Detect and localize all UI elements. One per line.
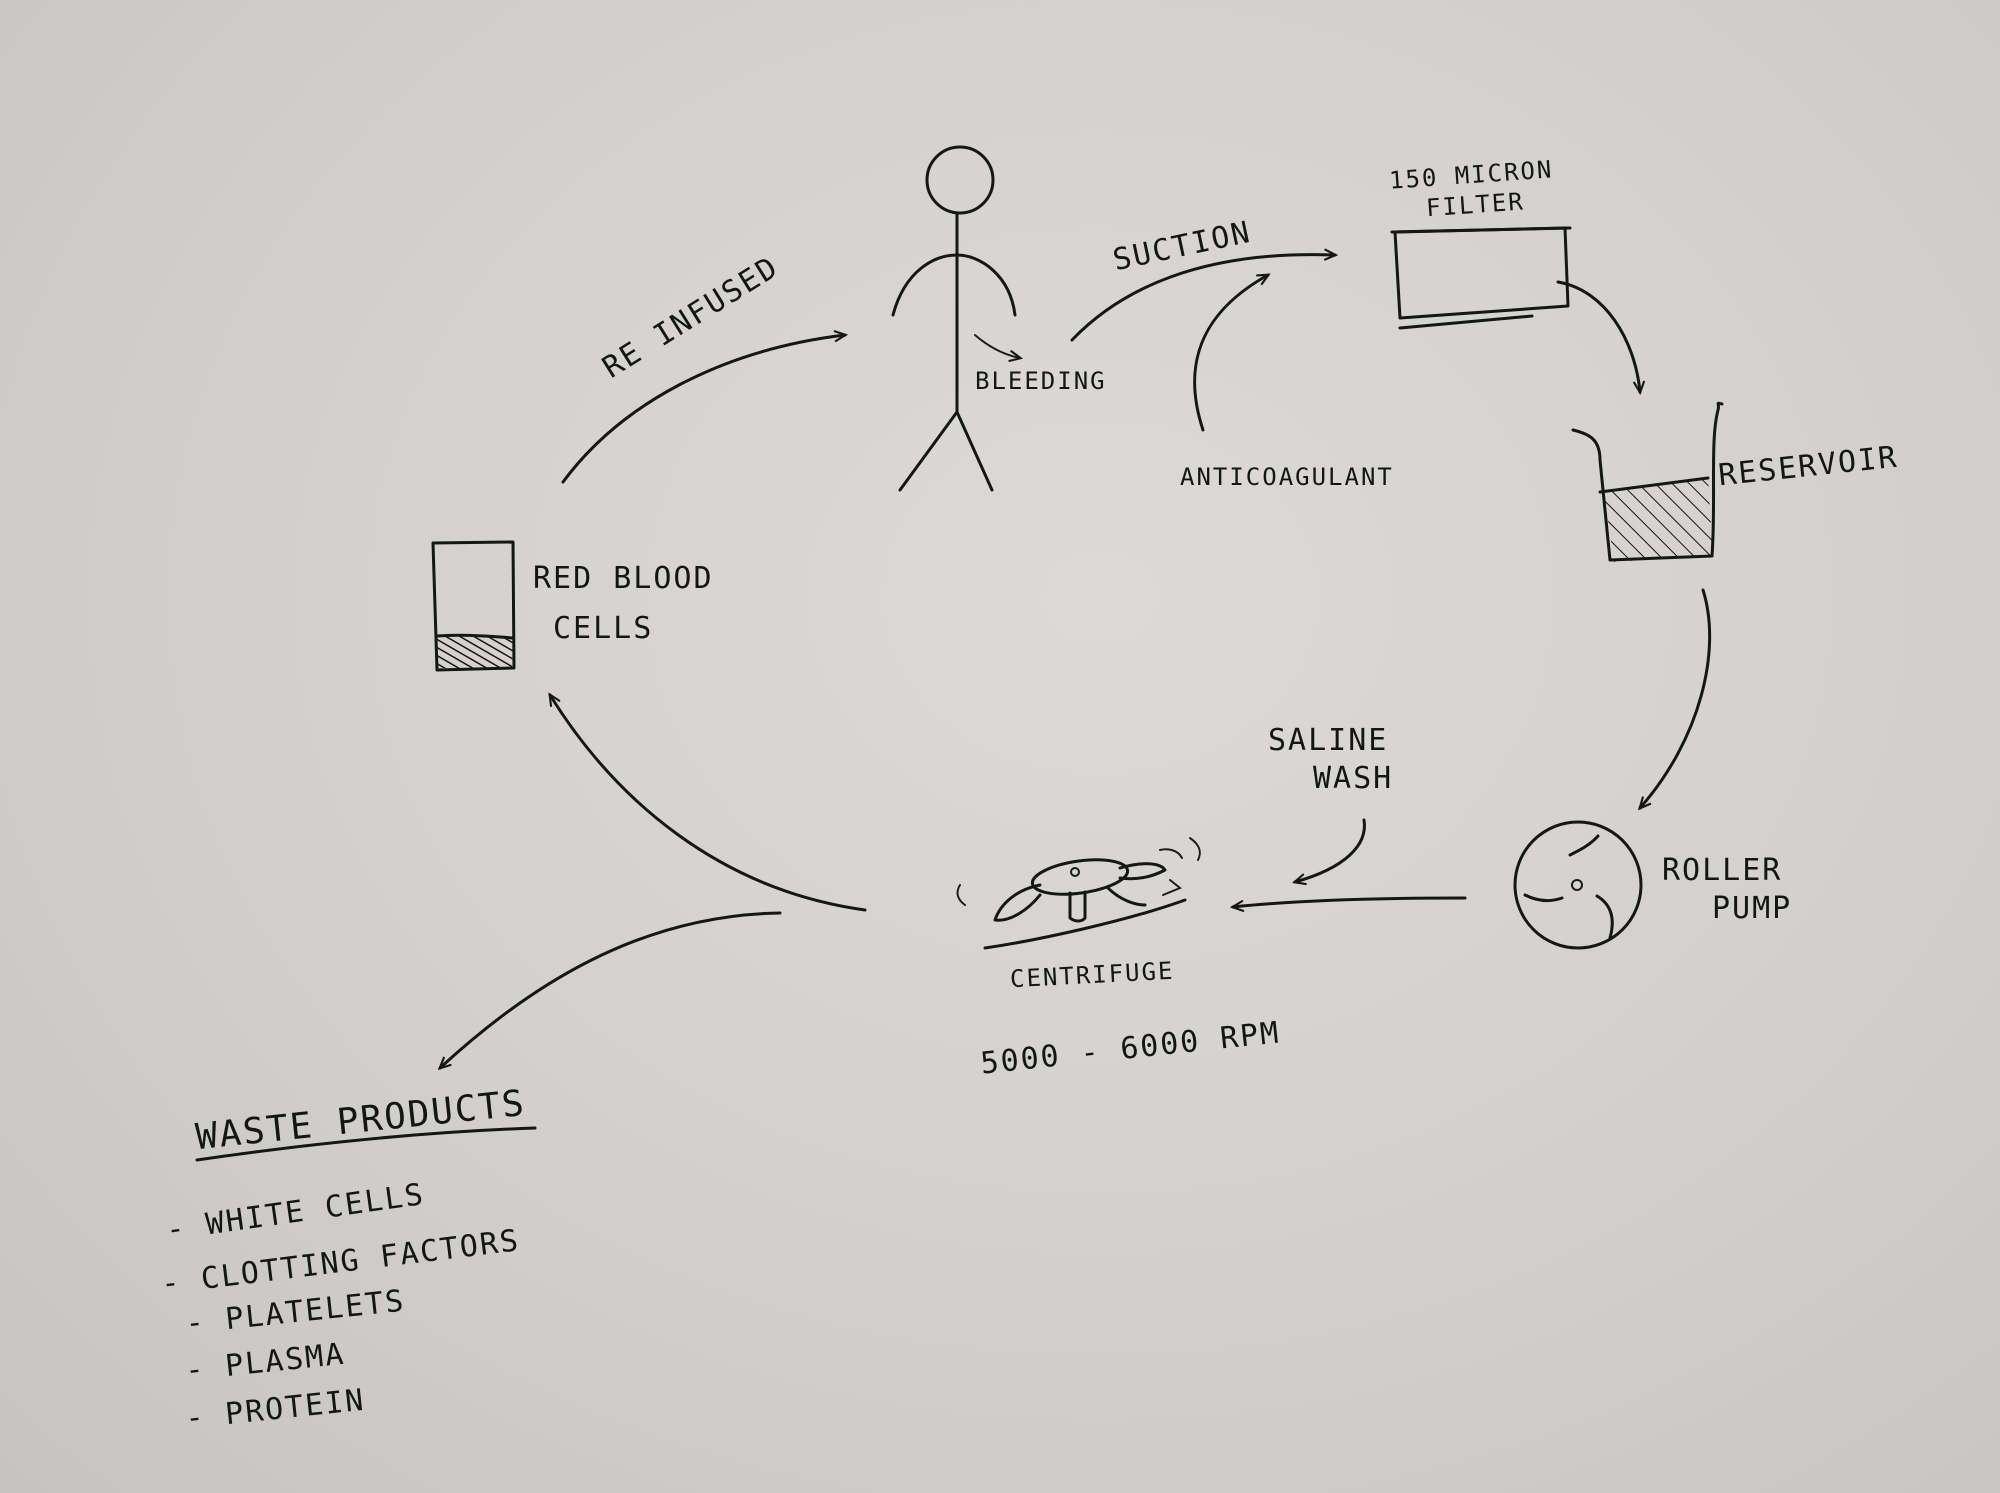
centrifuge-to-rbc-arrow	[550, 695, 867, 912]
centrifuge-device	[956, 837, 1201, 950]
red-blood-cell-bag	[431, 540, 516, 672]
patient-figure	[891, 145, 1017, 492]
saline-wash-label: SALINE WASH	[1268, 722, 1393, 797]
roller-label-line2: PUMP	[1712, 890, 1793, 926]
reservoir-to-pump-arrow	[1640, 588, 1712, 808]
anticoagulant-arrow	[1193, 275, 1268, 432]
reinfused-arrow	[561, 335, 845, 484]
saline-label-line1: SALINE	[1268, 723, 1389, 758]
red-blood-label-line2: CELLS	[553, 610, 654, 646]
micron-filter	[1390, 226, 1572, 330]
waste-underline	[195, 1126, 537, 1162]
bleeding-label: BLEEDING	[975, 367, 1107, 395]
roller-pump	[1513, 820, 1643, 950]
anticoagulant-label: ANTICOAGULANT	[1180, 463, 1394, 491]
filter-label: 150 MICRON FILTER	[1388, 154, 1556, 225]
reservoir-vessel	[1571, 401, 1724, 562]
red-blood-cells-label: RED BLOOD CELLS	[533, 560, 714, 647]
suction-arrow	[1070, 255, 1335, 342]
pump-to-centrifuge-arrow	[1233, 896, 1467, 907]
filter-to-reservoir-arrow	[1556, 280, 1640, 392]
saline-wash-arrow	[1295, 818, 1366, 882]
saline-label-line2: WASH	[1313, 760, 1394, 796]
roller-label-line1: ROLLER	[1662, 853, 1783, 888]
red-blood-label-line1: RED BLOOD	[533, 561, 714, 596]
bleeding-arrow	[974, 334, 1020, 358]
centrifuge-to-waste-arrow	[440, 911, 782, 1068]
roller-pump-label: ROLLER PUMP	[1662, 852, 1792, 927]
